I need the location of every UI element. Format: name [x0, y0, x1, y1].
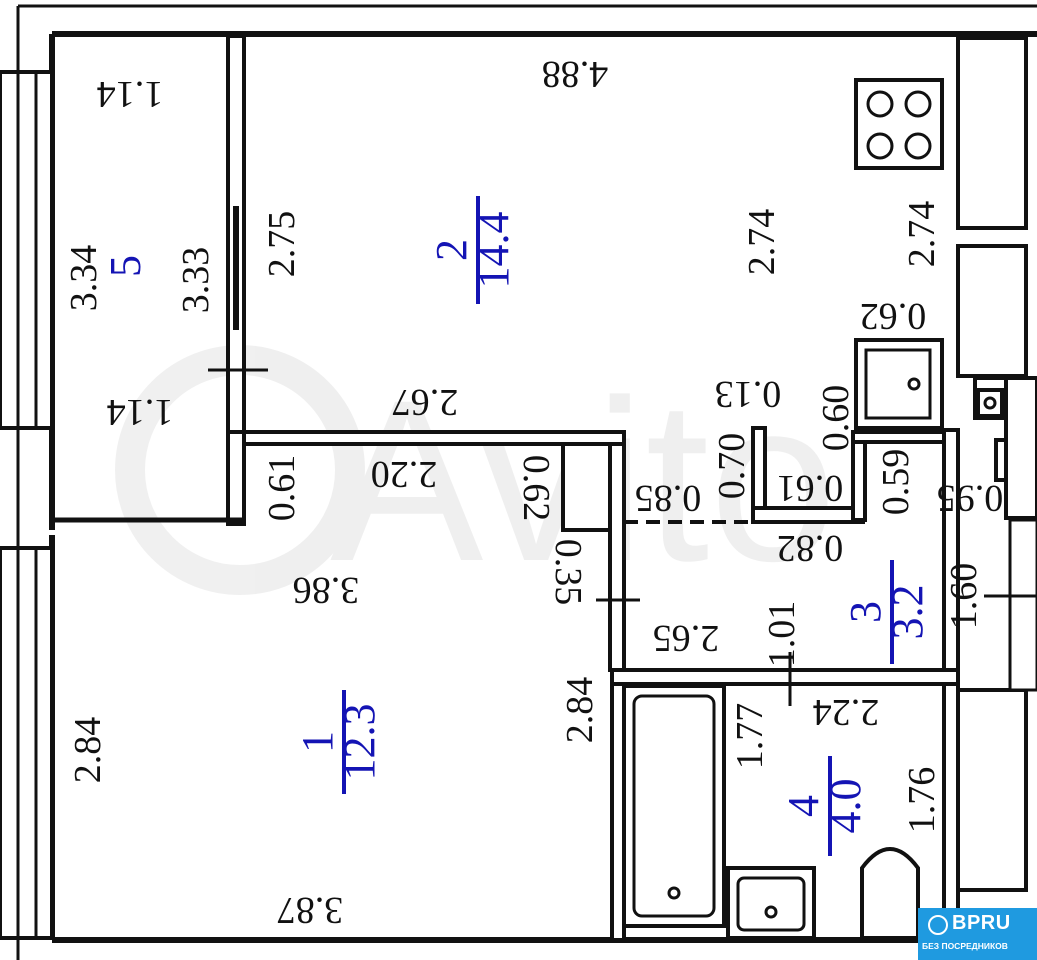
washbasin — [726, 866, 816, 940]
dim-niche-width: 0.61 — [777, 467, 844, 509]
room-number: 5 — [101, 255, 150, 277]
dim-corridor-door: 0.85 — [635, 477, 702, 519]
room-number: 4 — [779, 795, 828, 817]
dim-kitchen-right: 2.74 — [901, 201, 943, 268]
bathtub — [622, 684, 726, 928]
badge-subtitle: БЕЗ ПОСРЕДНИКОВ — [922, 941, 1008, 951]
dim-kitchen-top: 4.88 — [542, 53, 609, 95]
dim-hall-wall: 0.59 — [875, 449, 917, 516]
room-label-4: 4 4.0 — [779, 756, 870, 856]
stove — [854, 78, 944, 170]
room-number: 3 — [841, 601, 890, 623]
interior-walls — [52, 34, 1037, 960]
dim-niche-top: 0.13 — [715, 373, 782, 415]
dim-hall-height: 1.60 — [943, 563, 985, 630]
dim-niche-height: 0.60 — [815, 385, 857, 452]
room-label-3: 3 3.2 — [841, 560, 932, 664]
dim-bath-step: 1.01 — [761, 601, 803, 668]
dim-balcony-bottom: 1.14 — [107, 391, 174, 433]
room-area: 3.2 — [883, 585, 932, 640]
dim-hall-right: 0.95 — [937, 477, 1004, 519]
dim-room-step: 0.35 — [547, 539, 589, 606]
kitchen-sink — [854, 338, 1008, 482]
dim-room-bottom: 3.87 — [277, 889, 344, 931]
room-area: 12.3 — [335, 704, 384, 781]
dim-room-top: 3.86 — [293, 569, 360, 611]
dim-room-right: 2.84 — [559, 677, 601, 744]
room-label-1: 1 12.3 — [293, 690, 384, 794]
room-area: 4.0 — [821, 779, 870, 834]
dim-kitchen-bottom: 2.67 — [392, 381, 459, 423]
dim-balcony-right: 3.33 — [175, 247, 217, 314]
dim-corridor-left: 0.61 — [261, 455, 303, 522]
dim-bath-top: 2.24 — [813, 691, 880, 733]
dim-bath-right: 1.76 — [901, 767, 943, 834]
badge-title: BPRU — [952, 912, 1011, 934]
bpru-badge: BPRU БЕЗ ПОСРЕДНИКОВ — [918, 908, 1037, 960]
room-area: 14.4 — [469, 212, 518, 289]
dim-hall-bottom: 0.82 — [777, 527, 844, 569]
window-balcony — [0, 70, 54, 430]
dim-kitchen-left: 2.75 — [261, 211, 303, 278]
dim-balcony-left: 3.34 — [63, 245, 105, 312]
dim-niche-depth: 0.70 — [711, 433, 753, 500]
dim-corridor-niche: 0.62 — [515, 455, 557, 522]
dim-bath-left: 1.77 — [729, 703, 771, 770]
dim-balcony-top: 1.14 — [97, 73, 164, 115]
window-room — [0, 546, 54, 940]
room-label-2: 2 14.4 — [427, 196, 518, 304]
dim-room-left: 2.84 — [67, 717, 109, 784]
dim-hall-width: 2.65 — [653, 617, 720, 659]
room-label-5: 5 — [101, 255, 150, 277]
room-number: 1 — [293, 731, 342, 753]
toilet — [860, 847, 920, 940]
bpru-logo-icon — [928, 915, 948, 935]
dim-kitchen-mid: 2.74 — [741, 209, 783, 276]
dim-corridor-width: 2.20 — [371, 453, 438, 495]
dim-sink-width: 0.62 — [860, 295, 927, 337]
room-number: 2 — [427, 239, 476, 261]
